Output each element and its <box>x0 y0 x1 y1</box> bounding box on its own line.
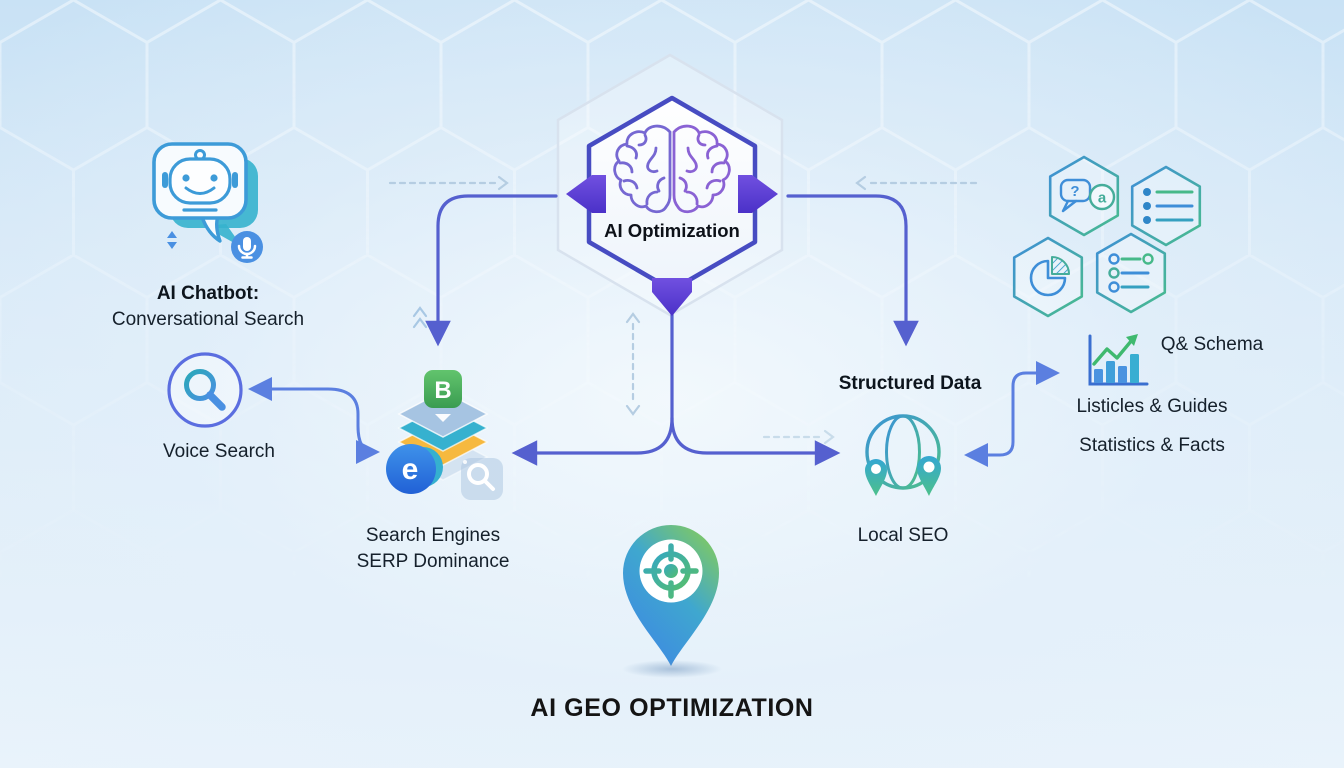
arrow-globe-to-chart <box>964 361 1060 467</box>
chatbot-icon <box>152 142 258 248</box>
answer-glyph: a <box>1098 190 1107 207</box>
globe-pins-icon <box>865 414 941 496</box>
search-engines-label-line2: SERP Dominance <box>356 551 510 572</box>
structured-data-label: Structured Data <box>838 373 982 394</box>
engine-letter: e <box>402 453 419 486</box>
question-glyph: ? <box>1070 183 1079 200</box>
chatbot-title: AI Chatbot: <box>156 283 260 304</box>
map-pin-left-icon <box>865 459 887 496</box>
chatbot-subtitle: Conversational Search <box>111 309 305 330</box>
listicles-guides-label: Listicles & Guides <box>1076 396 1228 417</box>
search-badge-b-icon: B <box>424 370 462 422</box>
main-title: AI GEO OPTIMIZATION <box>530 694 814 722</box>
map-pin-right-icon <box>917 456 941 496</box>
magnifier-tile-icon <box>461 458 503 500</box>
search-engines-label-line1: Search Engines <box>365 525 501 546</box>
bullet-list-hex-icon <box>1130 165 1202 247</box>
arrow-hex-to-structured-data <box>786 194 919 347</box>
center-node-label: AI Optimization <box>604 220 740 241</box>
qa-schema-label: Q& Schema <box>1160 334 1264 355</box>
qa-bubbles-hex-icon: ? a <box>1048 155 1120 237</box>
bottom-arrow-diamond <box>652 278 692 316</box>
voice-search-label: Voice Search <box>163 441 275 462</box>
arrow-hex-to-search-engines <box>425 194 558 347</box>
badge-letter: B <box>434 377 451 404</box>
arrow-hex-to-globe <box>670 416 841 466</box>
pin-shadow <box>622 660 722 678</box>
checklist-hex-icon <box>1095 232 1167 314</box>
outer-hexagon-outline <box>556 53 784 317</box>
statistics-facts-label: Statistics & Facts <box>1079 435 1225 456</box>
search-engine-e-icon: e <box>386 444 443 494</box>
arrow-hex-to-stack <box>511 300 674 466</box>
dashed-arrowheads <box>412 175 867 445</box>
geo-pin-target-icon <box>623 525 719 666</box>
pie-chart-hex-icon <box>1012 236 1084 318</box>
left-arrow-diamond <box>566 175 606 213</box>
microphone-icon <box>231 231 263 263</box>
content-types-hex-cluster: ? a <box>1012 155 1202 318</box>
right-arrow-diamond <box>738 175 778 213</box>
connector-lines <box>248 175 1060 467</box>
local-seo-label: Local SEO <box>857 525 949 546</box>
voice-search-icon <box>167 352 243 428</box>
brain-icon <box>613 124 731 214</box>
layer-stack-icon: B e <box>386 370 503 500</box>
growth-chart-icon <box>1088 334 1149 386</box>
sort-arrows-icon <box>167 231 177 249</box>
ai-optimization-hexagon <box>566 95 778 316</box>
